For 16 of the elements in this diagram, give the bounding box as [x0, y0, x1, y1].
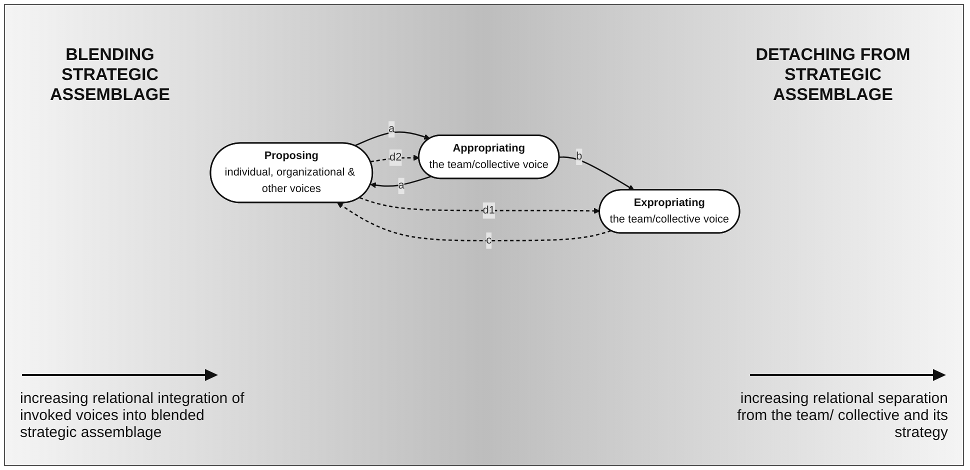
edge-label: a: [398, 180, 404, 192]
region-heading: DETACHING FROM STRATEGIC ASSEMBLAGE: [754, 45, 912, 105]
arrow: [354, 131, 430, 146]
note-text: increasing relational integration of invoked voices into blended strategic assemblage: [20, 390, 246, 441]
arrow: [370, 154, 420, 162]
edge-label: d2: [389, 152, 402, 164]
edge-label: c: [486, 234, 492, 246]
note-text: increasing relational separation from the team/ collective and its strategy: [736, 390, 948, 441]
arrow: [337, 202, 612, 242]
arrow: [370, 176, 432, 188]
arrow: [559, 156, 634, 190]
edge-label: a: [388, 123, 395, 135]
arrow: [359, 197, 600, 214]
edge-label: b: [576, 150, 582, 162]
region-heading: BLENDING STRATEGIC ASSEMBLAGE: [49, 45, 171, 105]
edge-label: d1: [482, 204, 495, 216]
